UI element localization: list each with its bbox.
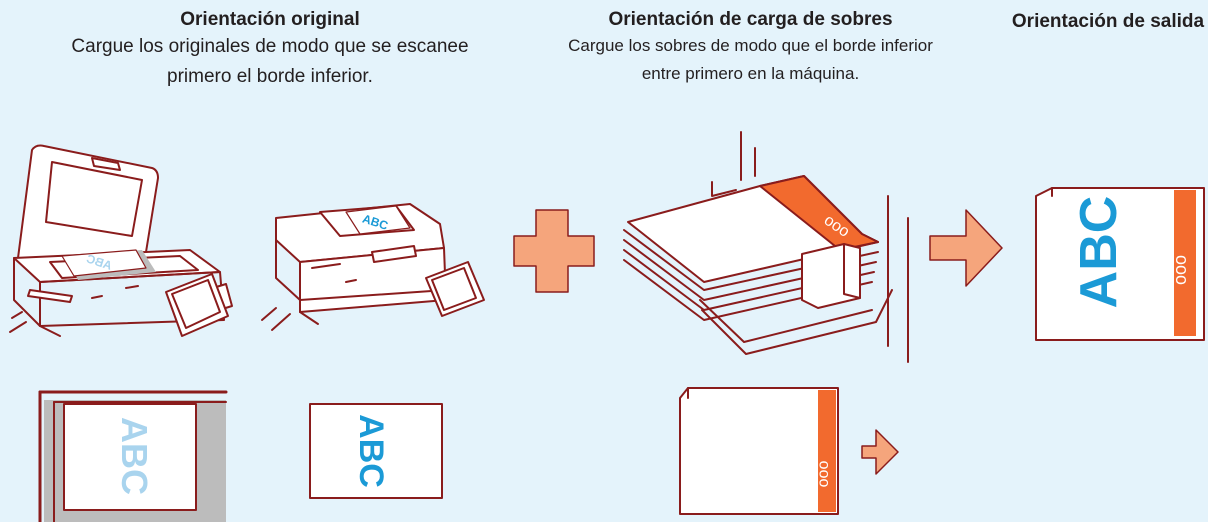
envelope-closeup [679,387,839,515]
output-orientation-heading: Orientación de salida [1011,11,1205,32]
envelope-loading-heading: Orientación de carga de sobres [608,9,893,30]
arrow-right-icon [929,209,1003,287]
envelope-loading-section: Orientación de carga de sobres Cargue lo… [548,8,953,88]
output-envelope [1035,187,1205,341]
flatbed-document-on-glass [61,249,156,280]
original-orientation-description: Cargue los originales de modo que se esc… [71,36,469,87]
printer-flatbed-illustration [9,144,233,337]
adf-document-closeup [309,403,443,499]
output-envelope-text: ABC [1070,196,1128,309]
output-orientation-section: Orientación de salida [1010,8,1206,36]
plus-icon [513,209,595,293]
adf-closeup-text: ABC [352,414,390,488]
output-envelope-mark: ooo [1170,255,1190,285]
closeup-envelope-mark: ooo [815,461,832,488]
glass-doc-text: ABC [114,417,155,495]
envelope-loading-description: Cargue los sobres de modo que el borde i… [568,36,933,83]
original-orientation-section: Orientación original Cargue los original… [60,8,480,92]
envelope-tray-illustration [623,131,909,363]
adf-document [345,205,411,235]
glass-closeup [38,390,228,522]
small-arrow-right-icon [861,429,899,475]
original-orientation-heading: Orientación original [180,9,360,30]
